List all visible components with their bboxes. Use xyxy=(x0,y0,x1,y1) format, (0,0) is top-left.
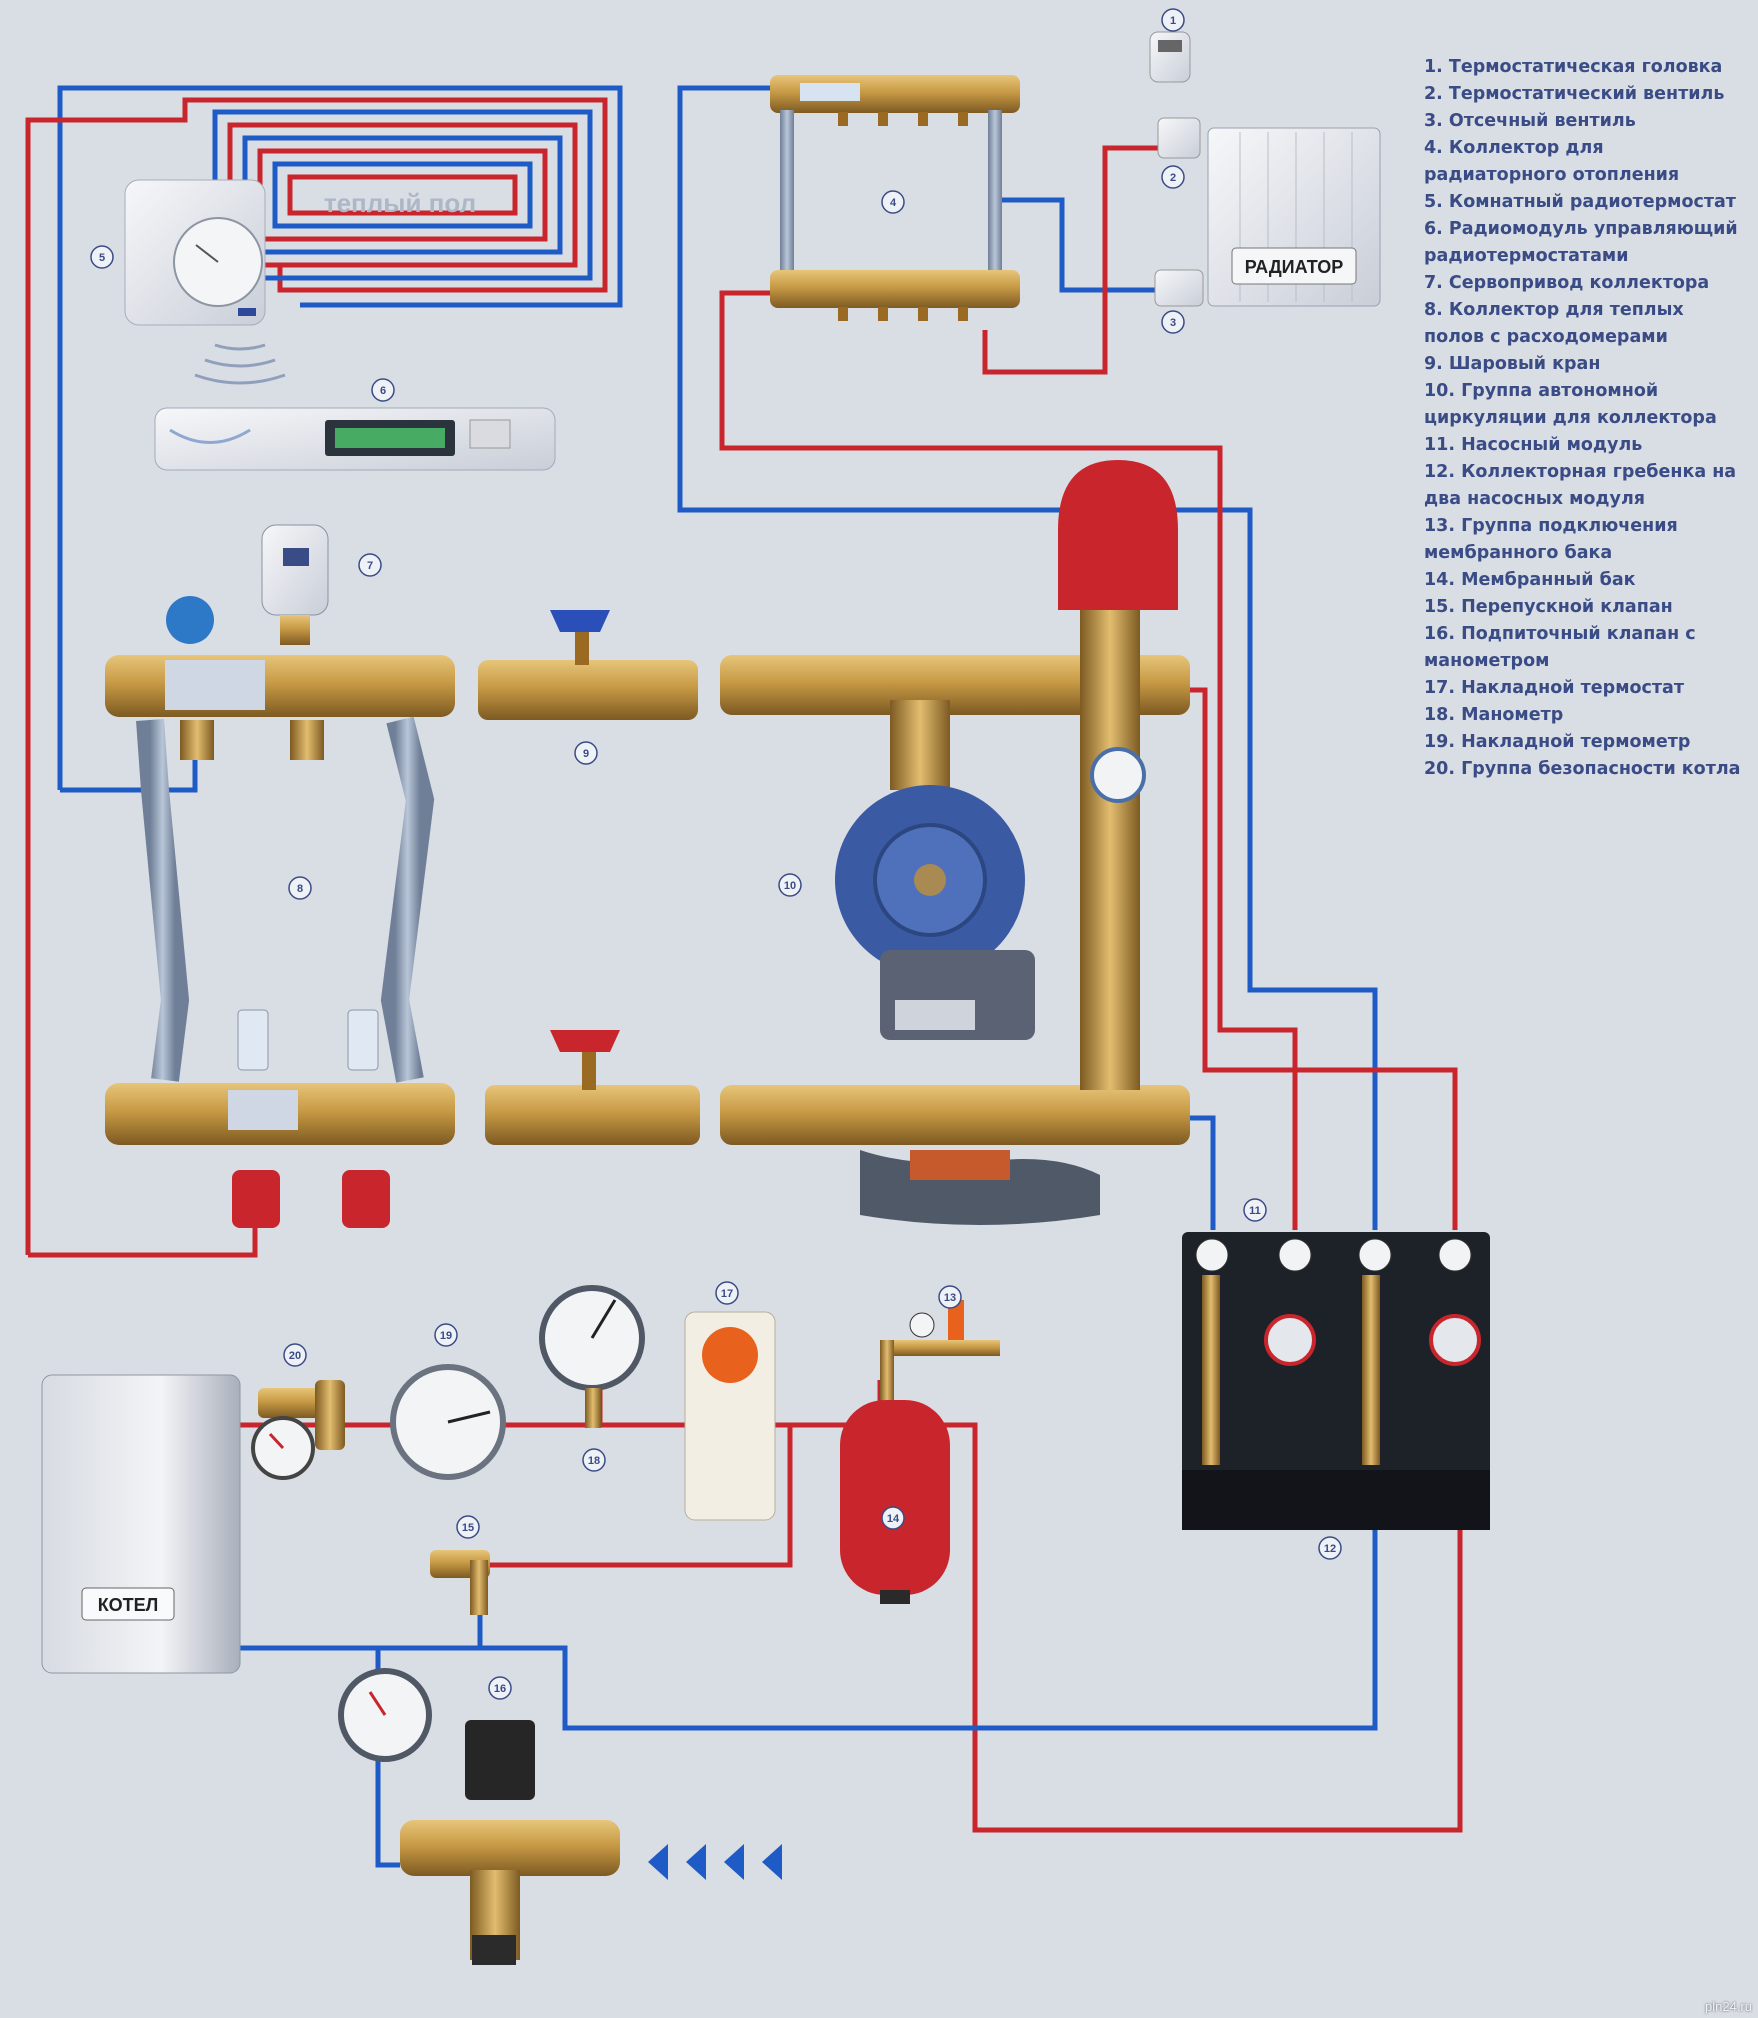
callout-label: 17 xyxy=(721,1288,733,1300)
callout-label: 2 xyxy=(1170,172,1176,184)
callout-18: 18 xyxy=(583,1449,605,1471)
pump-modules xyxy=(1182,1232,1490,1530)
legend-item: 3. Отсечный вентиль xyxy=(1424,108,1744,135)
surface-thermometer xyxy=(393,1367,503,1477)
callout-label: 14 xyxy=(887,1513,900,1525)
legend-item: 16. Подпиточный клапан с манометром xyxy=(1424,621,1744,675)
pump-group xyxy=(720,460,1190,1225)
membrane-tank xyxy=(840,1400,950,1604)
legend-item: 11. Насосный модуль xyxy=(1424,432,1744,459)
legend-item: 2. Термостатический вентиль xyxy=(1424,81,1744,108)
bypass-valve xyxy=(430,1550,490,1615)
callout-label: 5 xyxy=(99,252,105,264)
callout-label: 18 xyxy=(588,1455,600,1467)
callout-label: 10 xyxy=(784,880,796,892)
callout-13: 13 xyxy=(939,1286,961,1308)
callout-2: 2 xyxy=(1162,166,1184,188)
boiler: КОТЕЛ xyxy=(42,1375,240,1673)
callout-label: 19 xyxy=(440,1330,452,1342)
callout-label: 8 xyxy=(297,883,303,895)
callout-14: 14 xyxy=(882,1507,904,1529)
legend-item: 15. Перепускной клапан xyxy=(1424,594,1744,621)
callout-label: 13 xyxy=(944,1292,956,1304)
callout-label: 15 xyxy=(462,1522,474,1534)
callout-9: 9 xyxy=(575,742,597,764)
legend-item: 1. Термостатическая головка xyxy=(1424,54,1744,81)
callout-label: 3 xyxy=(1170,317,1176,329)
legend-item: 4. Коллектор для радиаторного отопления xyxy=(1424,135,1744,189)
surface-thermostat xyxy=(685,1312,775,1520)
legend-item: 17. Накладной термостат xyxy=(1424,675,1744,702)
callout-4: 4 xyxy=(882,191,904,213)
callout-label: 9 xyxy=(583,748,589,760)
callout-label: 6 xyxy=(380,385,386,397)
callout-11: 11 xyxy=(1244,1199,1266,1221)
callout-5: 5 xyxy=(91,246,113,268)
callout-20: 20 xyxy=(284,1344,306,1366)
callout-label: 16 xyxy=(494,1683,506,1695)
callout-label: 4 xyxy=(890,197,897,209)
callout-19: 19 xyxy=(435,1324,457,1346)
legend-item: 8. Коллектор для теплых полов с расходом… xyxy=(1424,297,1744,351)
callout-label: 20 xyxy=(289,1350,301,1362)
radio-module xyxy=(155,408,555,470)
pipes xyxy=(28,88,1460,1865)
callout-7: 7 xyxy=(359,554,381,576)
legend-item: 9. Шаровый кран xyxy=(1424,351,1744,378)
callout-8: 8 xyxy=(289,877,311,899)
legend-item: 13. Группа подключения мембранного бака xyxy=(1424,513,1744,567)
callout-16: 16 xyxy=(489,1677,511,1699)
legend-item: 6. Радиомодуль управляющий радиотермоста… xyxy=(1424,216,1744,270)
legend-item: 18. Манометр xyxy=(1424,702,1744,729)
boiler-label: КОТЕЛ xyxy=(98,1595,159,1615)
legend-item: 7. Сервопривод коллектора xyxy=(1424,270,1744,297)
callout-3: 3 xyxy=(1162,311,1184,333)
servo-actuator xyxy=(262,525,328,645)
room-thermostat xyxy=(125,180,265,325)
manometer xyxy=(542,1288,642,1428)
ball-valves xyxy=(478,610,700,1145)
callout-10: 10 xyxy=(779,874,801,896)
callout-6: 6 xyxy=(372,379,394,401)
legend-item: 12. Коллекторная гребенка на два насосны… xyxy=(1424,459,1744,513)
floor-heating-label: теплый пол xyxy=(324,188,476,218)
radiator-label: РАДИАТОР xyxy=(1245,257,1344,277)
thermostatic-valve xyxy=(1158,118,1200,158)
watermark: pln24.ru xyxy=(1705,1999,1752,2014)
callout-17: 17 xyxy=(716,1282,738,1304)
legend-item: 14. Мембранный бак xyxy=(1424,567,1744,594)
callout-12: 12 xyxy=(1319,1537,1341,1559)
legend-item: 19. Накладной термометр xyxy=(1424,729,1744,756)
callout-label: 11 xyxy=(1249,1205,1261,1217)
legend-item: 10. Группа автономной циркуляции для кол… xyxy=(1424,378,1744,432)
legend-list: 1. Термостатическая головка 2. Термостат… xyxy=(1424,54,1744,783)
membrane-tank-group xyxy=(880,1300,1000,1400)
shutoff-valve xyxy=(1155,270,1203,306)
boiler-safety-group xyxy=(253,1380,345,1478)
callout-label: 7 xyxy=(367,560,373,572)
callout-15: 15 xyxy=(457,1516,479,1538)
callout-label: 1 xyxy=(1170,15,1176,27)
thermostatic-head xyxy=(1150,32,1190,82)
floor-collector xyxy=(105,596,455,1228)
makeup-valve xyxy=(341,1671,620,1965)
radiator: РАДИАТОР xyxy=(1208,128,1380,306)
water-inlet-arrows xyxy=(648,1844,782,1880)
callout-label: 12 xyxy=(1324,1543,1336,1555)
radio-waves xyxy=(195,345,285,383)
legend-item: 20. Группа безопасности котла xyxy=(1424,756,1744,783)
legend-item: 5. Комнатный радиотермостат xyxy=(1424,189,1744,216)
callout-1: 1 xyxy=(1162,9,1184,31)
